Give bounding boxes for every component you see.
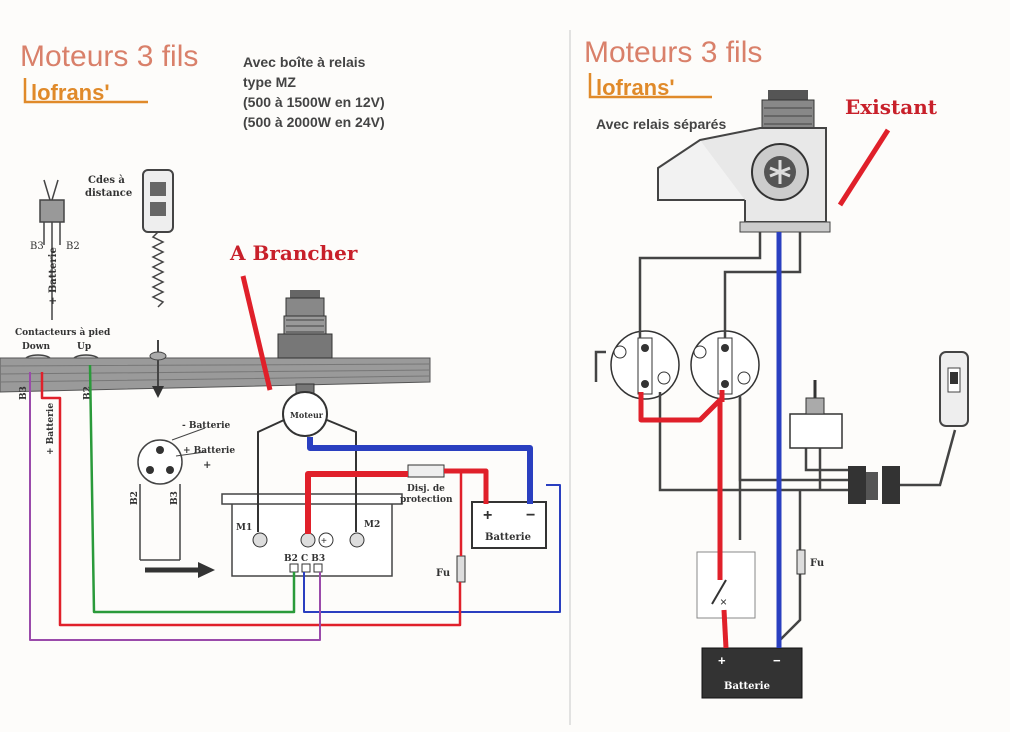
motor-label: Moteur: [290, 410, 324, 420]
battery-right-icon: [701, 647, 803, 699]
toggle-switch-icon: [39, 179, 65, 320]
switch-label-b2: B2: [66, 241, 80, 252]
svg-text:×: ×: [720, 595, 727, 609]
annotation-arrow-left: [240, 275, 273, 391]
annotation-arrow-right: [837, 128, 891, 207]
fuse-label-left: Fu: [436, 568, 450, 579]
wire-label-plus-batterie: + Batterie: [46, 403, 56, 455]
relay-m2: M2: [364, 520, 380, 530]
foot-switch-up: Up: [77, 342, 91, 352]
wire-label-b3: B3: [19, 386, 29, 400]
plug-plus-sign: +: [203, 460, 211, 471]
breaker-icon: [407, 464, 445, 478]
left-info-line-2: type MZ: [243, 74, 296, 90]
windlass-icon: [277, 290, 333, 401]
remote-cable-down: [149, 340, 167, 398]
relay-right-1: [610, 330, 680, 400]
wire-red-main: [305, 471, 408, 534]
right-info: Avec relais séparés: [596, 116, 726, 132]
battery-left-icon: + −: [471, 501, 547, 549]
switch-plus-batterie: + Batterie: [48, 247, 59, 305]
left-info-line-3: (500 à 1500W en 12V): [243, 94, 385, 110]
relay-right-2: [690, 330, 760, 400]
svg-text:+: +: [483, 507, 492, 524]
windlass-right-icon: [657, 90, 831, 233]
wire-red-right-2: [721, 609, 729, 649]
remote-label-1: Cdes à: [88, 175, 125, 186]
fuse-label-right: Fu: [810, 558, 824, 569]
svg-text:+: +: [321, 536, 327, 547]
connector-plug-icon: [137, 427, 206, 561]
right-brand-logo: lofrans': [588, 73, 712, 100]
remote-control-right-icon: [939, 351, 969, 427]
relay-terminals: B2 C B3: [284, 554, 325, 564]
left-info-line-1: Avec boîte à relais: [243, 54, 366, 70]
relay-m1: M1: [236, 523, 252, 533]
wire-green: [88, 364, 296, 614]
toggle-switch-right-icon: [789, 380, 843, 449]
colored-wires-right: [638, 232, 782, 649]
left-title: Moteurs 3 fils: [20, 40, 198, 73]
remote-control-icon: [142, 169, 174, 308]
battery-right-plus: +: [718, 653, 726, 668]
plug-plus-batterie: + Batterie: [183, 446, 235, 456]
remote-label-2: distance: [85, 188, 132, 199]
left-brand: lofrans': [31, 80, 110, 105]
foot-switch-down: Down: [22, 342, 51, 352]
wire-purple: [29, 372, 321, 641]
right-brand: lofrans': [596, 75, 675, 100]
left-brand-logo: lofrans': [23, 78, 148, 105]
wire-red-thin: [40, 372, 462, 627]
annotation-a-brancher: A Brancher: [229, 241, 358, 265]
fuse-right-icon: [796, 549, 806, 575]
left-info-line-4: (500 à 2000W en 24V): [243, 114, 385, 130]
colored-wires-left: [29, 364, 561, 641]
fuse-icon: [456, 555, 466, 583]
wire-blue-main: [307, 437, 533, 504]
deck-plank: [0, 357, 431, 393]
plug-minus-batterie: - Batterie: [182, 421, 231, 431]
wire-red-right-1: [638, 392, 723, 580]
plug-label-b2: B2: [130, 491, 140, 505]
wire-label-b2: B2: [83, 386, 93, 400]
motor-wires: [257, 419, 357, 532]
svg-text:−: −: [526, 507, 535, 524]
right-title: Moteurs 3 fils: [584, 36, 762, 69]
battery-left-label: Batterie: [485, 532, 531, 543]
battery-switch-box: ×: [696, 551, 756, 619]
battery-right-minus: −: [773, 653, 781, 668]
switch-label-b3: B3: [30, 241, 44, 252]
wire-red-battery: [444, 468, 489, 504]
breaker-label-2: protection: [400, 495, 453, 505]
arrow-right-icon: [145, 562, 215, 578]
foot-switch-title: Contacteurs à pied: [15, 327, 111, 338]
annotation-existant: Existant: [845, 95, 938, 119]
schematic-wires-right: [594, 232, 957, 641]
wire-blue-thin: [303, 484, 561, 613]
battery-right-label: Batterie: [724, 681, 770, 692]
breaker-label-1: Disj. de: [407, 484, 445, 494]
connector-block-icon: [848, 466, 900, 504]
motor-icon: [282, 391, 328, 437]
plug-label-b3: B3: [170, 491, 180, 505]
